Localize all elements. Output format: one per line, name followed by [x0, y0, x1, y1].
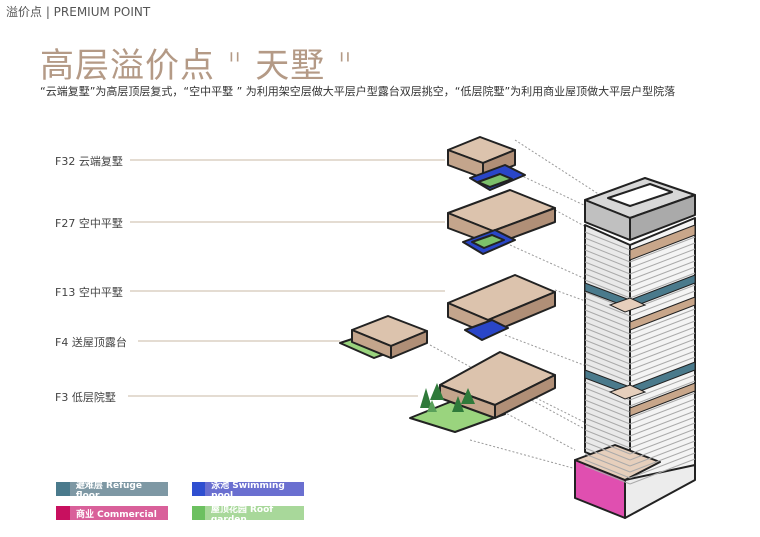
tower-floor-line [584, 417, 631, 437]
garden-f32 [477, 173, 513, 188]
tower-floor-line [584, 429, 631, 449]
tower-floor-line [629, 332, 696, 359]
block-f4 [339, 315, 428, 359]
tower-floor-line [584, 267, 631, 287]
tower-floor-line [584, 459, 631, 479]
floor-label-f27: F27 空中平墅 [55, 217, 123, 230]
block-f27 [447, 189, 556, 255]
tower-floor-line [629, 350, 696, 377]
tower-floor-line [584, 345, 631, 365]
tower-floor-line [629, 392, 696, 419]
tower-floor-line [584, 297, 631, 317]
tower-floor-line [629, 266, 696, 293]
block-f3 [409, 351, 556, 433]
tower-floor-line [629, 272, 696, 299]
page-title: 高层溢价点 " 天墅 " [40, 46, 354, 86]
tower-floor-line [584, 231, 631, 251]
legend-swatch [192, 506, 205, 520]
tower-floor-line [584, 339, 631, 359]
legend-swatch [192, 482, 206, 496]
tower-floor-line [584, 453, 631, 473]
tower-floor-line [584, 261, 631, 281]
tower-floor-line [584, 273, 631, 293]
tower-floor-line [584, 321, 631, 341]
garden-f27 [471, 234, 505, 249]
tower-floor-line [629, 338, 696, 365]
legend-roof-garden: 屋顶花园 Roof garden [192, 505, 304, 525]
tower-floor-line [629, 428, 696, 455]
tower-floor-line [629, 254, 696, 281]
legend-swatch [56, 482, 70, 496]
tower-floor-line [629, 260, 696, 287]
tower-floor-line [584, 399, 631, 419]
tower-floor-line [584, 303, 631, 323]
legend-label: 屋顶花园 Roof garden [210, 504, 274, 525]
tower-floor-line [584, 387, 631, 407]
tower-floor-line [629, 410, 696, 437]
tower-floor-line [584, 255, 631, 275]
tower-floor-line [629, 374, 696, 401]
floor-label-f4: F4 送屋顶露台 [55, 336, 127, 349]
block-f13 [447, 274, 556, 341]
tower-refuge-bands [584, 224, 696, 417]
tree-icons [420, 383, 475, 412]
breadcrumb: 溢价点 | PREMIUM POINT [6, 5, 151, 19]
block-f32 [447, 136, 526, 191]
tower-floor-line [629, 404, 696, 431]
tower-floor-line [629, 314, 696, 341]
legend-refuge-floor: 避难层 Refuge floor [56, 481, 168, 501]
tower-floor-line [629, 380, 696, 407]
tower-floor-line [584, 423, 631, 443]
tower-floor-line [584, 237, 631, 257]
tower-floor-line [584, 405, 631, 425]
legend-label: 泳池 Swimming pool [211, 480, 285, 501]
tower-floor-line [629, 416, 696, 443]
tower-floor-line [584, 249, 631, 269]
pool-f13 [464, 319, 509, 341]
tower-floor-line [584, 279, 631, 299]
tower-floor-line [584, 447, 631, 467]
tower-floor-line [629, 236, 696, 263]
tower-floor-line [584, 393, 631, 413]
tower-floor-line [584, 243, 631, 263]
floor-label-f3: F3 低层院墅 [55, 391, 116, 404]
tower-floor-line [629, 344, 696, 371]
tower-floor-line [584, 315, 631, 335]
tower-floor-line [629, 248, 696, 275]
tower-floor-line [629, 440, 696, 467]
floor-label-f32: F32 云端复墅 [55, 155, 123, 168]
tower-floor-line [584, 435, 631, 455]
tower-floor-line [629, 356, 696, 383]
tower-floor-line [584, 351, 631, 371]
leader-lines [128, 159, 445, 397]
tower-floor-line [584, 363, 631, 383]
tower-floor-line [584, 357, 631, 377]
legend-label: 商业 Commercial [76, 509, 157, 520]
tower-floor-line [629, 458, 696, 485]
legend-label: 避难层 Refuge floor [75, 480, 142, 501]
tower-floor-line [584, 333, 631, 353]
legend-swimming-pool: 泳池 Swimming pool [192, 481, 304, 501]
tower [574, 177, 696, 519]
tower-floor-line [629, 320, 696, 347]
floor-label-f13: F13 空中平墅 [55, 286, 123, 299]
tower-floor-line [629, 308, 696, 335]
tower-floor-line [584, 411, 631, 431]
tower-floor-line [629, 398, 696, 425]
page-subtitle: “云端复墅”为高层顶层复式，“空中平墅 ” 为利用架空层做大平层户型露台双层挑空… [40, 85, 676, 98]
tower-floor-line [629, 422, 696, 449]
tower-floor-line [584, 327, 631, 347]
tower-floor-line [629, 290, 696, 317]
tower-floor-line [629, 326, 696, 353]
tower-floor-line [584, 441, 631, 461]
legend-commercial: 商业 Commercial [56, 506, 168, 520]
tower-floor-line [629, 452, 696, 479]
legend-swatch [56, 506, 70, 520]
tower-floor-line [629, 242, 696, 269]
tower-floor-line [629, 446, 696, 473]
tower-floor-line [629, 434, 696, 461]
tower-floor-line [584, 465, 631, 485]
tower-floor-line [584, 309, 631, 329]
